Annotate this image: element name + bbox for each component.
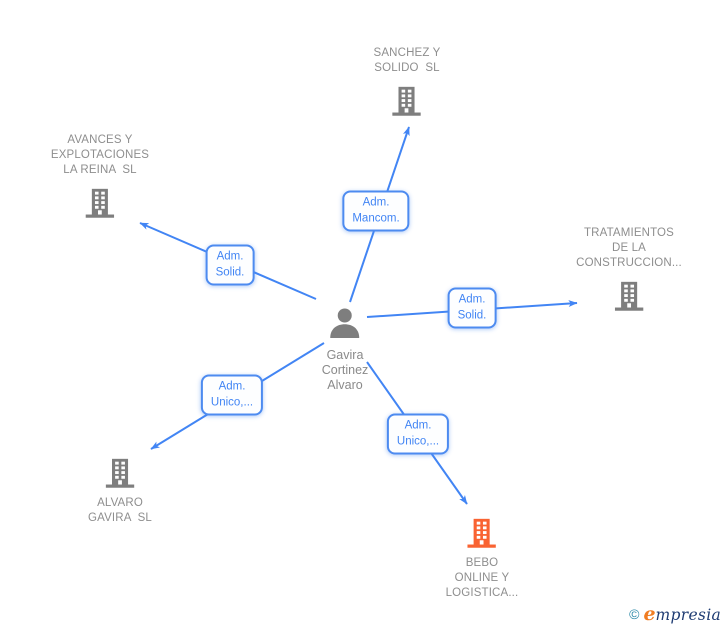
company-name-line: LOGISTICA... bbox=[445, 587, 519, 599]
person-name-line: Gavira bbox=[326, 348, 364, 362]
company-name: AVANCES Y EXPLOTACIONES LA REINA SL bbox=[51, 133, 149, 178]
person-name-line: Cortinez bbox=[321, 363, 369, 377]
edge-label-line: Adm. bbox=[362, 196, 390, 209]
copyright-icon: © bbox=[629, 606, 640, 622]
edge-label-adm-mancom: Adm. Mancom. bbox=[342, 190, 410, 232]
company-node-tratamientos-construccion[interactable]: TRATAMIENTOS DE LA CONSTRUCCION... bbox=[576, 226, 682, 313]
building-icon bbox=[614, 281, 644, 311]
edge-label-adm-solid-right: Adm. Solid. bbox=[447, 287, 497, 329]
company-name: ALVARO GAVIRA SL bbox=[88, 496, 152, 526]
company-name-line: AVANCES Y bbox=[67, 134, 133, 146]
company-name-line: BEBO bbox=[465, 557, 499, 569]
person-name: Gavira Cortinez Alvaro bbox=[322, 348, 369, 393]
company-name-line: ALVARO bbox=[97, 497, 143, 509]
person-icon bbox=[330, 308, 360, 338]
company-name-line: CONSTRUCCION... bbox=[576, 257, 682, 269]
company-name: BEBO ONLINE Y LOGISTICA... bbox=[446, 556, 519, 601]
company-name-line: GAVIRA SL bbox=[88, 512, 152, 524]
edge-label-line: Adm. bbox=[458, 293, 486, 306]
edge-label-adm-solid-left: Adm. Solid. bbox=[205, 244, 255, 286]
edge-label-line: Mancom. bbox=[352, 212, 400, 225]
edge-label-line: Solid. bbox=[215, 266, 245, 279]
empresia-logo[interactable]: ©empresia bbox=[629, 603, 721, 625]
company-node-alvaro-gavira[interactable]: ALVARO GAVIRA SL bbox=[88, 456, 152, 526]
person-node-gavira-cortinez-alvaro[interactable]: Gavira Cortinez Alvaro bbox=[322, 306, 369, 393]
empresia-logo-e: e bbox=[643, 603, 656, 625]
company-name-line: DE LA bbox=[612, 242, 646, 254]
company-name: SANCHEZ Y SOLIDO SL bbox=[374, 46, 441, 76]
edge-label-line: Unico,... bbox=[396, 435, 440, 448]
person-name-line: Alvaro bbox=[327, 378, 363, 392]
edge-label-line: Adm. bbox=[218, 380, 246, 393]
company-name-line: SANCHEZ Y bbox=[373, 47, 441, 59]
edge-label-line: Solid. bbox=[457, 309, 487, 322]
company-name-line: TRATAMIENTOS bbox=[584, 227, 674, 239]
company-name-line: ONLINE Y bbox=[454, 572, 510, 584]
company-node-avances-y-explotaciones[interactable]: AVANCES Y EXPLOTACIONES LA REINA SL bbox=[51, 133, 149, 220]
company-name-line: EXPLOTACIONES bbox=[50, 149, 150, 161]
company-name-line: LA REINA SL bbox=[63, 164, 137, 176]
edge-label-adm-unico-bottom-left: Adm. Unico,... bbox=[200, 374, 264, 416]
empresia-logo-text: mpresia bbox=[655, 606, 721, 624]
building-icon bbox=[105, 458, 135, 488]
building-icon-highlighted bbox=[467, 518, 497, 548]
company-node-sanchez-y-solido[interactable]: SANCHEZ Y SOLIDO SL bbox=[374, 46, 441, 118]
edge-label-adm-unico-bottom-right: Adm. Unico,... bbox=[386, 413, 450, 455]
building-icon bbox=[392, 86, 422, 116]
edge-label-line: Adm. bbox=[404, 419, 432, 432]
company-node-bebo-online-logistica[interactable]: BEBO ONLINE Y LOGISTICA... bbox=[446, 516, 519, 601]
building-icon bbox=[85, 188, 115, 218]
company-name-line: SOLIDO SL bbox=[374, 62, 440, 74]
edge-label-line: Unico,... bbox=[210, 396, 254, 409]
company-name: TRATAMIENTOS DE LA CONSTRUCCION... bbox=[576, 226, 682, 271]
edge-label-line: Adm. bbox=[216, 250, 244, 263]
